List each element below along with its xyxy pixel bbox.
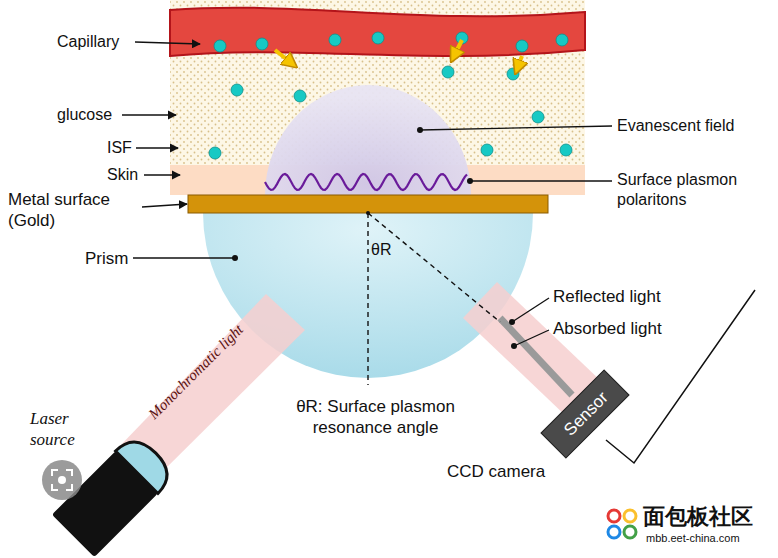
watermark-logo	[598, 497, 776, 553]
part-label: glucose	[57, 105, 112, 125]
watermark: 面包板社区	[643, 503, 753, 531]
capillary-vessel	[170, 8, 585, 56]
angle-line	[368, 213, 500, 322]
beam-label: Monochromatic light	[145, 321, 248, 424]
part-label: Skin	[107, 165, 138, 185]
sensor-cable	[606, 290, 755, 463]
diffusion-arrows	[275, 40, 522, 72]
watermark-url: mbb.eet-china.com	[646, 532, 740, 546]
glucose-dots	[209, 32, 572, 159]
angle-symbol: θR	[371, 240, 391, 260]
part-label: Surface plasmon polaritons	[617, 170, 775, 210]
part-label: Metal surface (Gold)	[8, 189, 140, 232]
node-text: Sensor	[560, 389, 611, 440]
part-label: Capillary	[57, 32, 119, 52]
leader-lines	[122, 42, 612, 346]
angle-caption: θR: Surface plasmon resonance angle	[268, 396, 483, 439]
gold-film	[188, 195, 548, 213]
lens-icon	[42, 460, 82, 500]
normal-line	[367, 213, 368, 385]
evanescent-field	[265, 85, 471, 195]
part-label: Absorbed light	[553, 318, 662, 339]
part-label: ISF	[107, 138, 132, 158]
part-label: CCD camera	[447, 461, 545, 482]
sensor-box: Sensor	[540, 369, 629, 458]
part-label: Laser source	[30, 408, 92, 451]
part-label: Reflected light	[553, 286, 661, 307]
plasmon-wave	[265, 174, 467, 190]
part-label: Evanescent field	[617, 116, 734, 136]
part-label: Prism	[85, 248, 128, 269]
